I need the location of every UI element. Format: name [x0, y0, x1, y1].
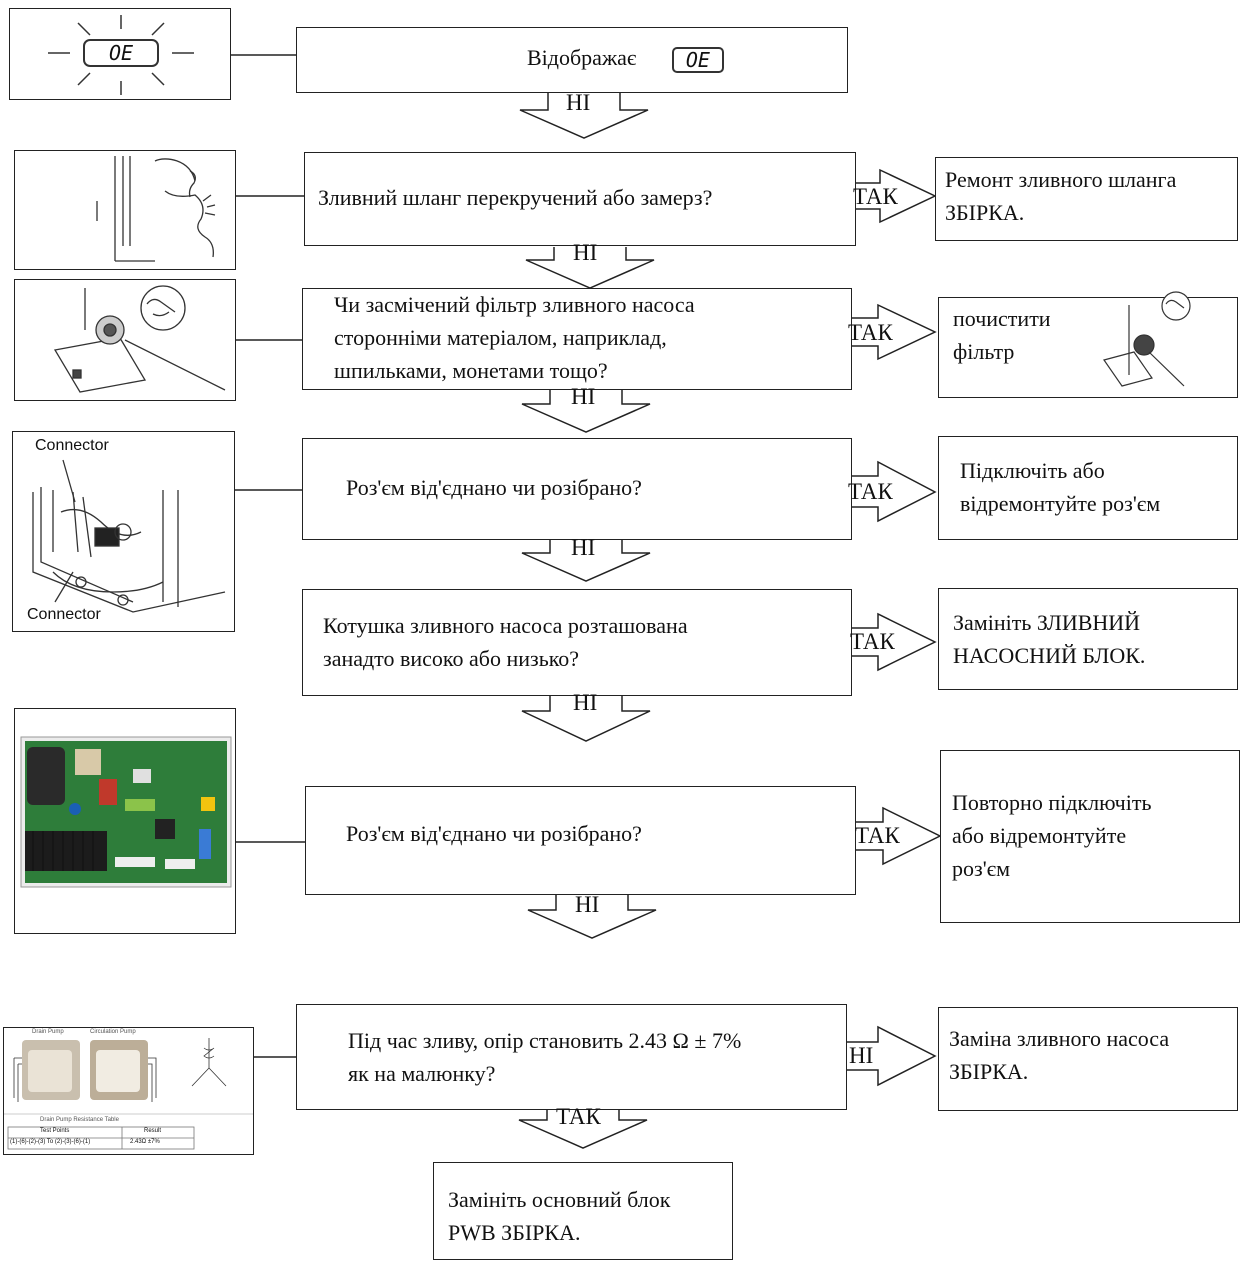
connector-illustration-1: Connector Connector	[12, 431, 235, 632]
yes-label-5: ТАК	[855, 823, 900, 848]
question-6: Під час зливу, опір становить 2.43 Ω ± 7…	[348, 1028, 742, 1086]
table-caption: Drain Pump Resistance Table	[40, 1117, 119, 1123]
filter-cleaning-icon	[1103, 291, 1191, 387]
question-box-4	[302, 589, 852, 696]
question-box-5	[305, 786, 856, 895]
result-6: Заміна зливного насоса ЗБІРКА.	[949, 1026, 1170, 1084]
yes-label-6: ТАК	[556, 1104, 601, 1129]
connector-label-top: Connector	[35, 437, 109, 454]
no-label-5: НІ	[575, 892, 600, 917]
down-arrow-4	[521, 540, 651, 582]
result-box-4	[938, 588, 1238, 690]
no-label-6: НІ	[849, 1043, 874, 1068]
yes-label-2: ТАК	[848, 320, 893, 345]
right-arrow-6	[846, 1025, 937, 1087]
question-2: Чи засмічений фільтр зливного насоса сто…	[334, 292, 695, 383]
display-code: OE	[671, 46, 724, 73]
start-text: Відображає OE	[527, 43, 724, 73]
pump-filter-illustration	[14, 279, 236, 401]
pcb-photo	[14, 708, 236, 934]
result-3: Підключіть або відремонтуйте роз'єм	[960, 458, 1161, 516]
result-5: Повторно підключіть або відремонтуйте ро…	[952, 790, 1152, 881]
table-row-points: (1)-(6)-(2)-(3) To (2)-(3)-(6)-(1)	[10, 1139, 91, 1145]
display-code-illustration: OE	[108, 41, 134, 65]
question-1: Зливний шланг перекручений або замерз?	[318, 185, 713, 210]
table-title-left: Drain Pump	[32, 1029, 64, 1035]
yes-label-4: ТАК	[850, 629, 895, 654]
no-label-2: НІ	[571, 384, 596, 409]
right-arrow-4	[852, 612, 937, 672]
question-box-3	[302, 438, 852, 540]
down-arrow-5	[521, 696, 651, 742]
connector-label-bottom: Connector	[27, 606, 101, 623]
down-arrow-3	[521, 390, 651, 433]
result-box-3	[938, 436, 1238, 540]
final-text: Замініть основний блок PWB ЗБІРКА.	[448, 1187, 671, 1245]
result-box-6	[938, 1007, 1238, 1111]
table-row-result: 2.43Ω ±7%	[130, 1139, 160, 1145]
question-box-6	[296, 1004, 847, 1110]
table-title-right: Circulation Pump	[90, 1029, 136, 1035]
question-5: Роз'єм від'єднано чи розібрано?	[346, 821, 642, 846]
first-no-label: НІ	[566, 90, 591, 115]
question-3: Роз'єм від'єднано чи розібрано?	[346, 475, 642, 500]
table-col1: Test Points	[40, 1128, 70, 1134]
result-box-1	[935, 157, 1238, 241]
down-arrow-7	[518, 1107, 648, 1149]
final-box	[433, 1162, 733, 1260]
blinking-display-illustration: OE	[9, 8, 231, 100]
start-box	[296, 27, 848, 93]
down-arrow-1	[519, 93, 649, 139]
result-1: Ремонт зливного шланга ЗБІРКА.	[945, 167, 1177, 225]
result-box-5	[940, 750, 1240, 923]
right-arrow-3	[852, 460, 937, 523]
pump-resistance-illustration: Drain Pump Circulation Pump Drain Pump R…	[3, 1027, 254, 1155]
start-label: Відображає	[527, 45, 637, 70]
table-col2: Result	[144, 1128, 162, 1134]
question-box-1	[304, 152, 856, 246]
yes-label-1: ТАК	[853, 184, 898, 209]
result-4: Замініть ЗЛИВНИЙ НАСОСНИЙ БЛОК.	[953, 610, 1146, 668]
right-arrow-2	[852, 303, 937, 361]
drain-hose-illustration	[14, 150, 236, 270]
result-2: почистити фільтр	[953, 306, 1051, 364]
no-label-3: НІ	[571, 535, 596, 560]
question-4: Котушка зливного насоса розташована зана…	[323, 613, 688, 671]
yes-label-3: ТАК	[848, 479, 893, 504]
down-arrow-6	[527, 895, 657, 939]
no-label-1: НІ	[573, 240, 598, 265]
question-box-2	[302, 288, 852, 390]
no-label-4: НІ	[573, 690, 598, 715]
